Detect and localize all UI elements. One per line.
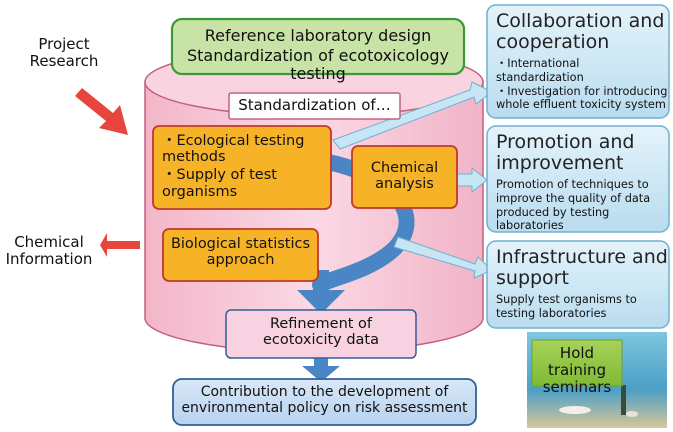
ecological-item: ・Supply of test organisms <box>162 167 277 200</box>
training-seminars-label: Hold training seminars <box>542 344 612 396</box>
reference-box-title: Reference laboratory design <box>204 26 432 45</box>
promotion-title: Promotion and improvement <box>496 131 635 174</box>
training-photo <box>527 332 667 428</box>
infrastructure-title: Infrastructure and support <box>496 246 668 289</box>
promotion-panel: Promotion and improvement Promotion of t… <box>496 132 668 233</box>
promotion-item: Promotion of techniques to improve the q… <box>496 178 651 233</box>
panel-arrows <box>332 81 493 279</box>
collaboration-panel: Collaboration and cooperation ・Internati… <box>496 11 668 112</box>
chemical-analysis-box: Chemical analysis <box>370 160 439 193</box>
infrastructure-panel: Infrastructure and support Supply test o… <box>496 247 668 321</box>
ecological-item: ・Ecological testing methods <box>162 133 305 166</box>
collaboration-item: ・International standardization <box>496 57 584 84</box>
collaboration-title: Collaboration and cooperation <box>496 10 665 53</box>
collaboration-item: ・Investigation for introducing whole eff… <box>496 84 668 112</box>
refinement-down-arrow <box>302 358 340 382</box>
refinement-box: Refinement of ecotoxicity data <box>262 316 380 349</box>
standardization-label: Standardization of… <box>238 96 391 114</box>
infrastructure-item: Supply test organisms to testing laborat… <box>496 293 637 320</box>
reference-box-subtitle: Standardization of ecotoxicology testing <box>186 46 450 83</box>
contribution-box: Contribution to the development of envir… <box>181 384 468 416</box>
chemical-information-label: Chemical Information <box>5 233 93 268</box>
project-research-label: Project Research <box>29 35 99 70</box>
ecological-testing-box: ・Ecological testing methods ・Supply of t… <box>162 133 327 200</box>
red-arrows <box>75 88 140 257</box>
biological-statistics-box: Biological statistics approach <box>170 236 311 269</box>
